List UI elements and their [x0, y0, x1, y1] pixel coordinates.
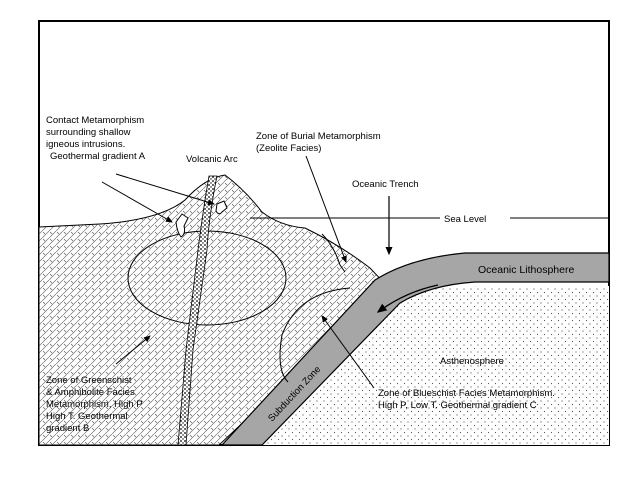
greenschist-arrow: [115, 335, 151, 365]
greenschist-line-5: gradient B: [46, 423, 89, 434]
burial-arrow: [305, 155, 347, 263]
burial-line-1: Zone of Burial Metamorphism: [256, 131, 381, 142]
intrusion-left: [175, 213, 189, 238]
contact-arrow-2: [115, 173, 215, 206]
greenschist-label: Zone of Greenschist & Amphibolite Facies…: [46, 375, 145, 434]
contact-line-1: Contact Metamorphism: [46, 115, 144, 126]
blueschist-line-2: High P, Low T. Geothermal gradient C: [378, 400, 537, 411]
continental-crust: [38, 174, 389, 446]
contact-line-3: igneous intrusions.: [46, 139, 125, 150]
greenschist-line-2: & Amphibolite Facies: [46, 387, 135, 398]
greenschist-line-4: High T. Geothermal: [46, 411, 128, 422]
burial-zone-boundary: [321, 233, 346, 273]
intrusion-right: [215, 200, 228, 215]
contact-line-2: surrounding shallow: [46, 127, 131, 138]
blueschist-line-1: Zone of Blueschist Facies Metamorphism.: [378, 388, 555, 399]
contact-line-4: Geothermal gradient A: [50, 151, 146, 162]
slab-motion-arrow: [376, 284, 439, 313]
volcanic-arc-label: Volcanic Arc: [186, 154, 238, 165]
asthenosphere-label: Asthenosphere: [440, 356, 504, 367]
oceanic-trench-label: Oceanic Trench: [352, 179, 419, 190]
blueschist-zone-boundary: [279, 287, 351, 383]
greenschist-line-3: Metamorphism, High P: [46, 399, 142, 410]
magma-conduit: [177, 175, 218, 446]
blueschist-arrow: [321, 315, 375, 389]
oceanic-lithosphere-label: Oceanic Lithosphere: [478, 264, 574, 276]
contact-metamorphism-label: Contact Metamorphism surrounding shallow…: [46, 115, 147, 162]
greenschist-line-1: Zone of Greenschist: [46, 375, 132, 386]
burial-line-2: (Zeolite Facies): [256, 143, 321, 154]
contact-arrow-1: [101, 181, 173, 223]
blueschist-label: Zone of Blueschist Facies Metamorphism. …: [378, 388, 558, 411]
sea-level-label: Sea Level: [444, 214, 486, 225]
burial-metamorphism-label: Zone of Burial Metamorphism (Zeolite Fac…: [256, 131, 383, 154]
